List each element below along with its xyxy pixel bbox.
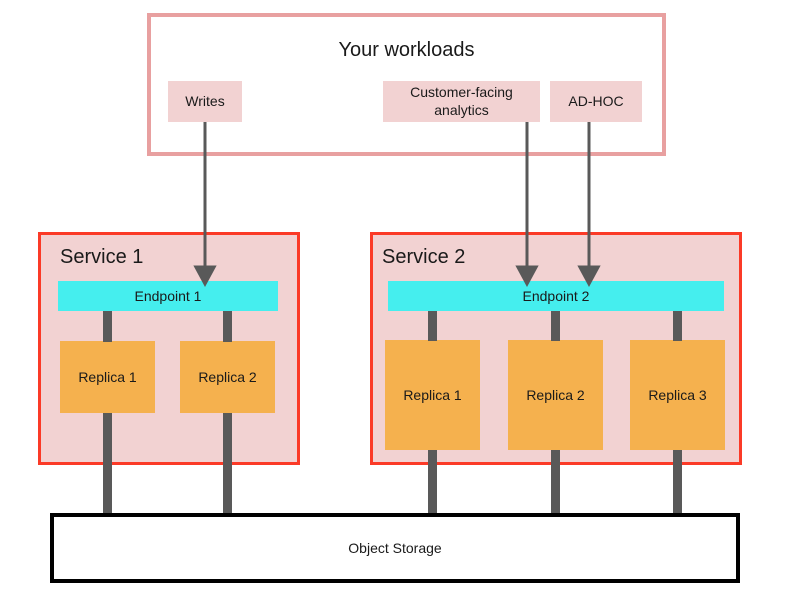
object-storage-box: Object Storage	[50, 513, 740, 583]
service-endpoint[interactable]: Endpoint 1	[58, 281, 278, 311]
replica-label: Replica 3	[648, 387, 707, 403]
s1-replica2-storage-connector	[223, 413, 232, 516]
workload-chip-label: Writes	[185, 92, 225, 109]
s1-endpoint-replica2-connector	[223, 311, 232, 342]
object-storage-label: Object Storage	[348, 540, 442, 556]
service-endpoint-label: Endpoint 2	[522, 288, 590, 304]
replica-node[interactable]: Replica 1	[385, 340, 480, 450]
workload-chip[interactable]: Writes	[168, 81, 242, 122]
s2-endpoint-replica1-connector	[428, 311, 437, 341]
s2-endpoint-replica2-connector	[551, 311, 560, 341]
workload-chip-label: AD-HOC	[568, 92, 624, 109]
s2-endpoint-replica3-connector	[673, 311, 682, 341]
replica-node[interactable]: Replica 1	[60, 341, 155, 413]
service-title: Service 2	[382, 246, 466, 268]
workload-chip[interactable]: AD-HOC	[550, 81, 642, 122]
replica-node[interactable]: Replica 2	[180, 341, 275, 413]
s2-replica2-storage-connector	[551, 450, 560, 516]
replica-label: Replica 2	[198, 369, 257, 385]
workloads-title: Your workloads	[338, 39, 475, 61]
service-endpoint-label: Endpoint 1	[134, 288, 202, 304]
s2-replica1-storage-connector	[428, 450, 437, 516]
replica-label: Replica 2	[526, 387, 585, 403]
replica-label: Replica 1	[78, 369, 137, 385]
replica-node[interactable]: Replica 3	[630, 340, 725, 450]
replica-node[interactable]: Replica 2	[508, 340, 603, 450]
replica-label: Replica 1	[403, 387, 462, 403]
service-endpoint[interactable]: Endpoint 2	[388, 281, 724, 311]
s2-replica3-storage-connector	[673, 450, 682, 516]
s1-replica1-storage-connector	[103, 413, 112, 516]
s1-endpoint-replica1-connector	[103, 311, 112, 342]
workload-chip[interactable]: Customer-facing analytics	[383, 81, 540, 122]
service-title: Service 1	[60, 246, 144, 268]
workload-chip-label: Customer-facing analytics	[410, 84, 513, 118]
